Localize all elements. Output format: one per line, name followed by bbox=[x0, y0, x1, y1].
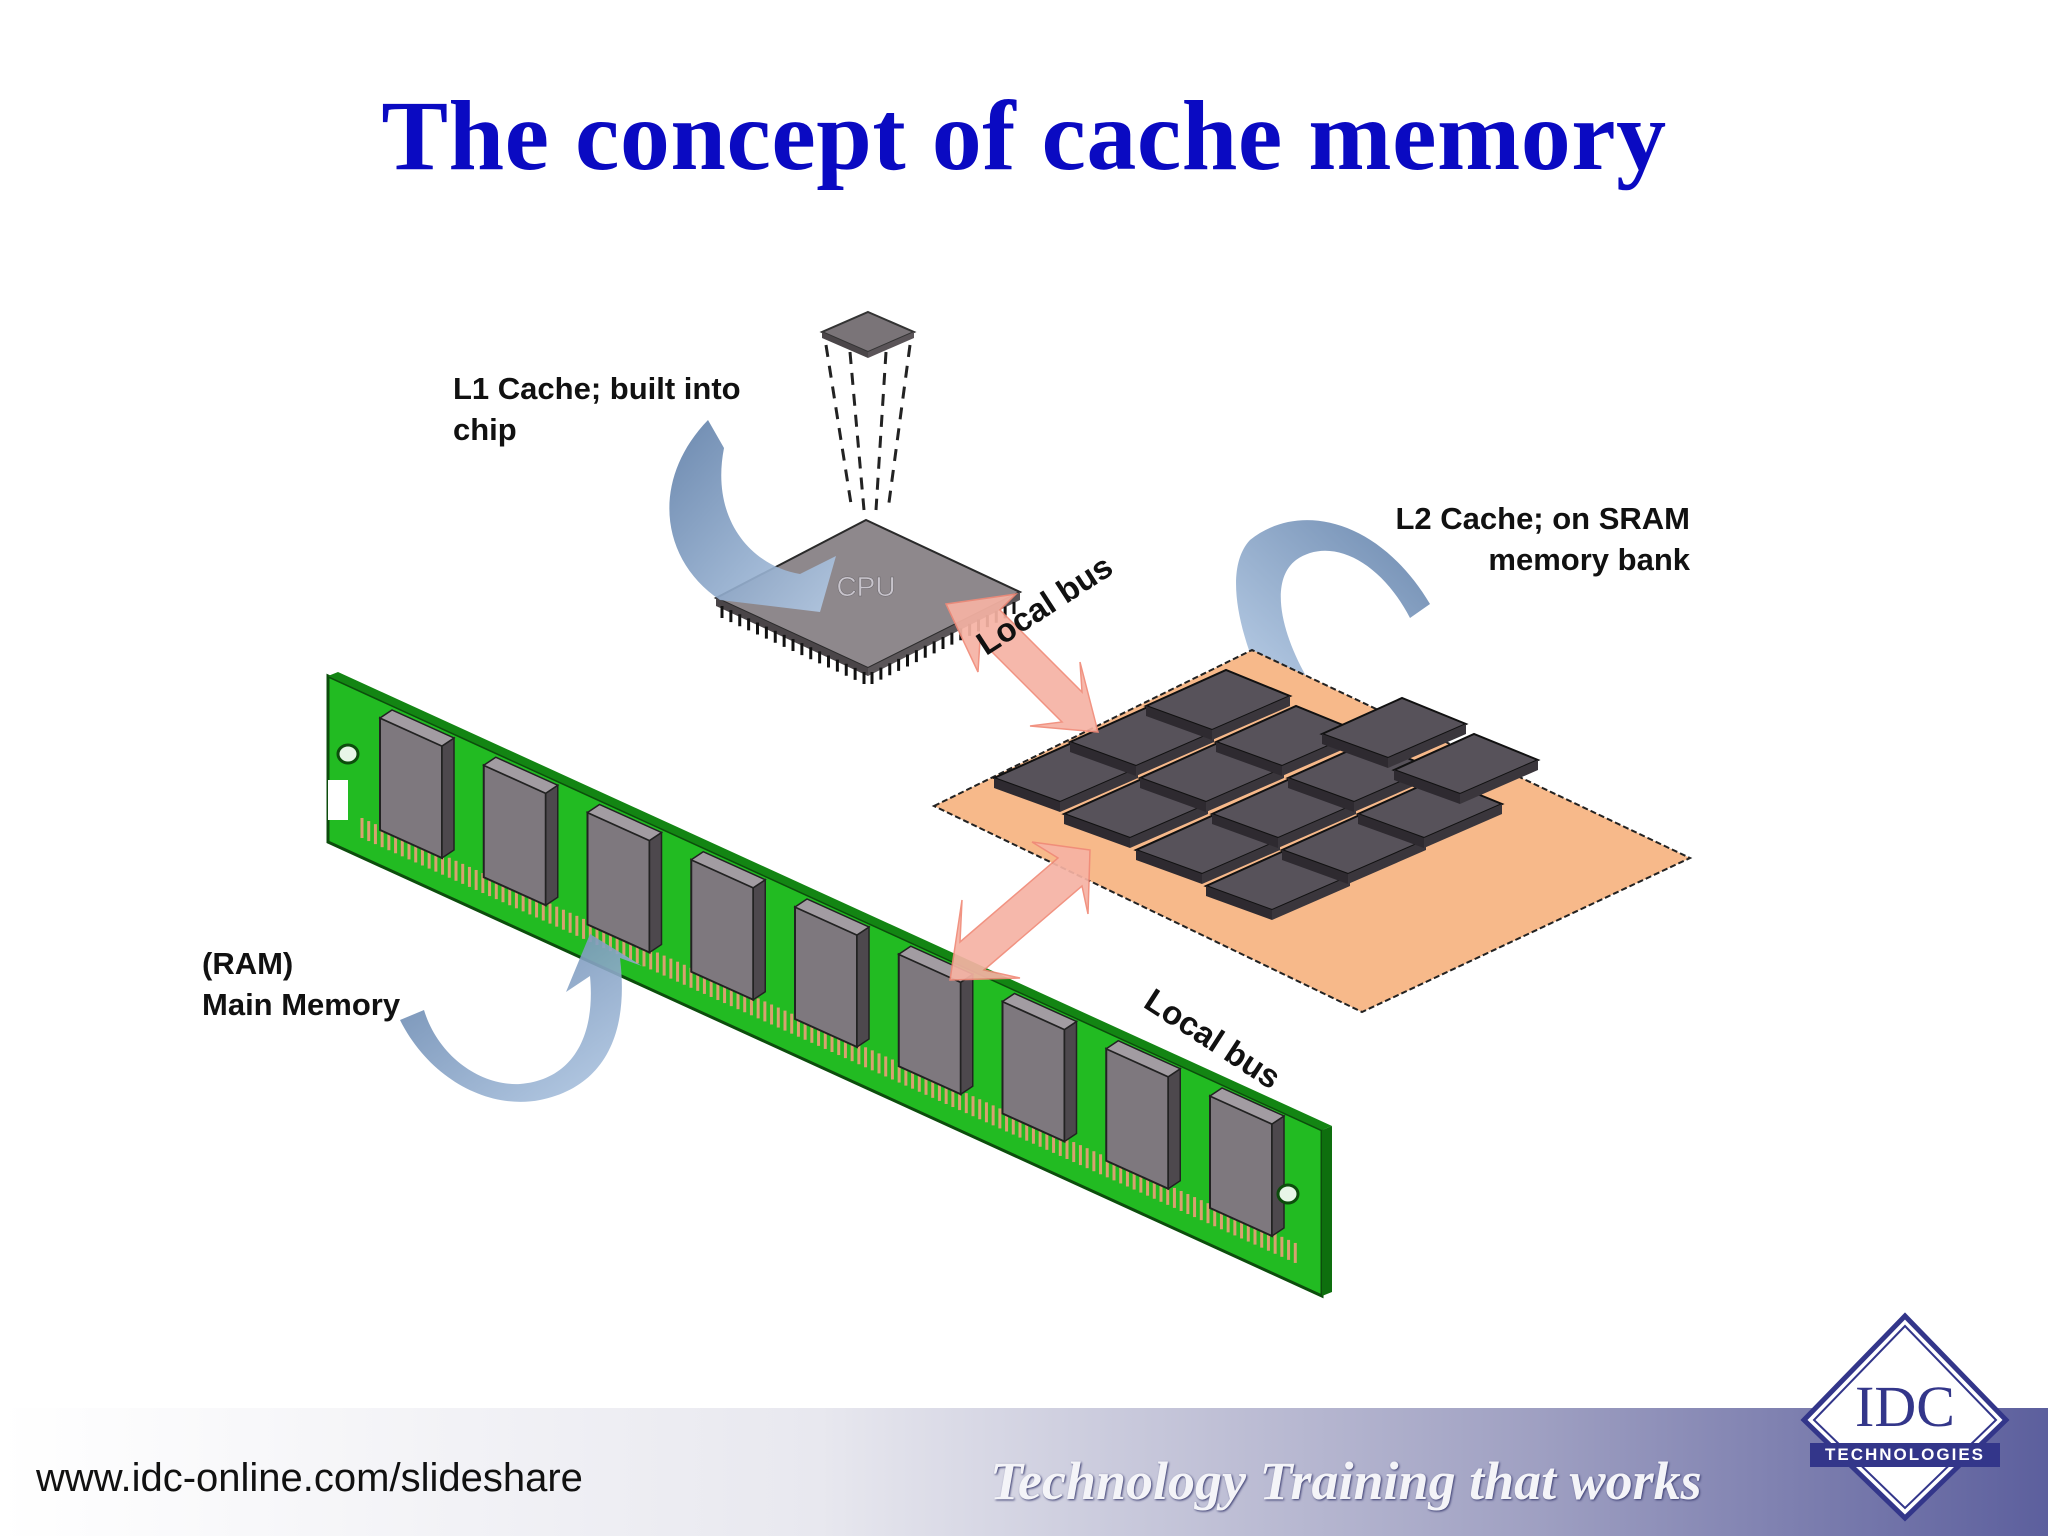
ram-chip bbox=[689, 850, 767, 1002]
ram-chip bbox=[1208, 1087, 1286, 1238]
footer-tagline: Technology Training that works bbox=[990, 1451, 1702, 1511]
l1-cache-die bbox=[819, 310, 917, 511]
main-memory-label: (RAM) Main Memory bbox=[202, 946, 401, 1022]
l1-cache-label: L1 Cache; built into chip bbox=[453, 371, 741, 447]
sram-board bbox=[931, 648, 1693, 1014]
footer-url: www.idc-online.com/slideshare bbox=[36, 1456, 583, 1500]
l2-cache-label: L2 Cache; on SRAM memory bank bbox=[1395, 501, 1690, 577]
ram-chip bbox=[1000, 992, 1079, 1144]
ram-module bbox=[326, 672, 1332, 1299]
logo-text: IDC bbox=[1855, 1374, 1955, 1439]
logo-subtext: TECHNOLOGIES bbox=[1810, 1443, 2000, 1467]
cpu-label: CPU bbox=[836, 571, 895, 602]
footer-band bbox=[0, 1408, 2048, 1536]
page-title: The concept of cache memory bbox=[381, 80, 1667, 191]
local-bus-arrow-bottom bbox=[949, 841, 1091, 981]
local-bus-arrow-top bbox=[944, 592, 1099, 733]
l2-curved-arrow bbox=[1236, 520, 1430, 700]
ram-chip bbox=[1104, 1039, 1182, 1191]
cache-diagram: CPU bbox=[326, 310, 1693, 1299]
sram-chip bbox=[1391, 732, 1541, 804]
idc-logo: IDC TECHNOLOGIES bbox=[1800, 1312, 2010, 1522]
ram-curved-arrow bbox=[400, 934, 642, 1102]
ram-chip bbox=[585, 803, 664, 955]
ram-chip bbox=[378, 709, 456, 860]
ram-chip bbox=[793, 898, 871, 1049]
sram-chip bbox=[1319, 696, 1469, 768]
ram-chip bbox=[482, 756, 560, 907]
sram-chip bbox=[1143, 668, 1293, 740]
l1-curved-arrow bbox=[669, 420, 836, 612]
